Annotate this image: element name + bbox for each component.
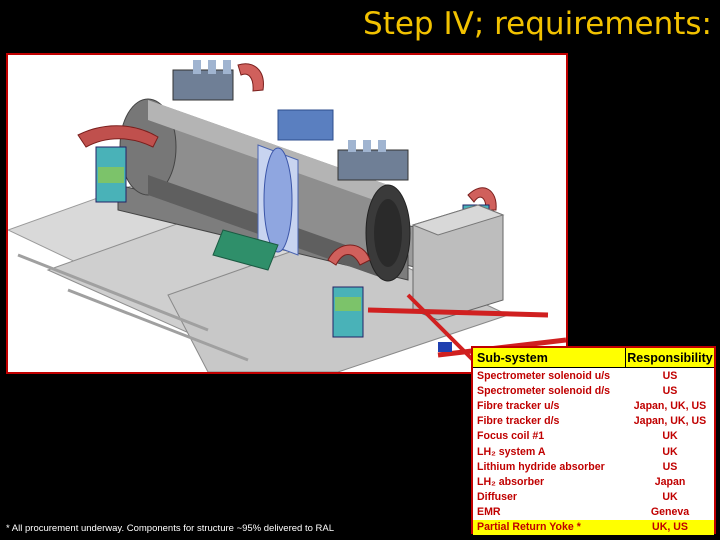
- cell-subsystem: Focus coil #1: [477, 430, 545, 443]
- table-row: Diffuser UK: [473, 489, 714, 505]
- cell-subsystem: EMR: [477, 506, 501, 519]
- spectrometer-assembly-illustration: [8, 60, 566, 372]
- header-subsystem: Sub-system: [473, 348, 626, 367]
- table-row: Fibre tracker d/s Japan, UK, US: [473, 413, 714, 429]
- cell-subsystem: Lithium hydride absorber: [477, 460, 605, 473]
- cell-subsystem: Spectrometer solenoid u/s: [477, 369, 611, 382]
- table-row: LH₂ absorber Japan: [473, 474, 714, 490]
- table-header-row: Sub-system Responsibility: [473, 348, 714, 368]
- table-row: EMR Geneva: [473, 504, 714, 520]
- table-row: Focus coil #1 UK: [473, 428, 714, 444]
- cell-subsystem: Fibre tracker d/s: [477, 415, 560, 428]
- cell-responsibility: UK: [662, 491, 678, 504]
- cell-responsibility: Japan, UK, US: [633, 399, 707, 412]
- cell-subsystem: LH₂ absorber: [477, 475, 545, 488]
- cell-responsibility: US: [662, 384, 678, 397]
- cell-subsystem: Partial Return Yoke *: [477, 521, 581, 534]
- slide-title: Step IV; requirements:: [363, 6, 712, 42]
- cell-responsibility: UK, US: [652, 521, 688, 534]
- cell-subsystem: Spectrometer solenoid d/s: [477, 384, 611, 397]
- header-responsibility: Responsibility: [627, 350, 713, 365]
- cell-responsibility: US: [662, 369, 678, 382]
- cell-responsibility: UK: [662, 430, 678, 443]
- table-row-highlighted: Partial Return Yoke * UK, US: [473, 519, 714, 536]
- table-row: Lithium hydride absorber US: [473, 459, 714, 475]
- cell-responsibility: Japan, UK, US: [633, 415, 707, 428]
- responsibility-table: Sub-system Responsibility Spectrometer s…: [471, 346, 716, 536]
- cell-responsibility: UK: [662, 445, 678, 458]
- table-row: Fibre tracker u/s Japan, UK, US: [473, 398, 714, 414]
- cell-responsibility: Geneva: [650, 506, 690, 519]
- experiment-render-image: [6, 53, 568, 374]
- cell-subsystem: Diffuser: [477, 491, 518, 504]
- table-row: Spectrometer solenoid u/s US: [473, 368, 714, 384]
- cell-responsibility: Japan: [654, 475, 686, 488]
- footnote: * All procurement underway. Components f…: [6, 523, 335, 534]
- table-row: LH₂ system A UK: [473, 443, 714, 460]
- cell-subsystem: LH₂ system A: [477, 445, 546, 458]
- cell-responsibility: US: [662, 460, 678, 473]
- cell-subsystem: Fibre tracker u/s: [477, 399, 560, 412]
- table-row: Spectrometer solenoid d/s US: [473, 383, 714, 399]
